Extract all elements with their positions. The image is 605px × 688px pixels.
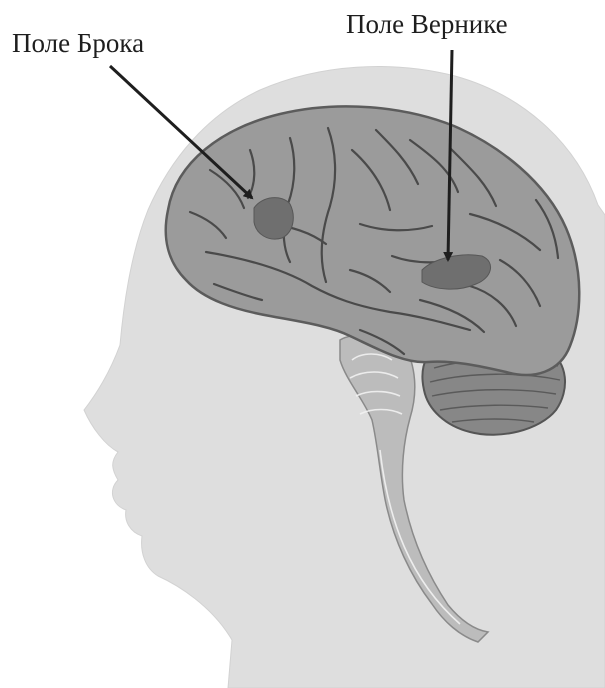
wernicke-area-label: Поле Вернике: [346, 11, 508, 38]
broca-area-label: Поле Брока: [12, 30, 144, 57]
broca-area: [254, 198, 293, 239]
